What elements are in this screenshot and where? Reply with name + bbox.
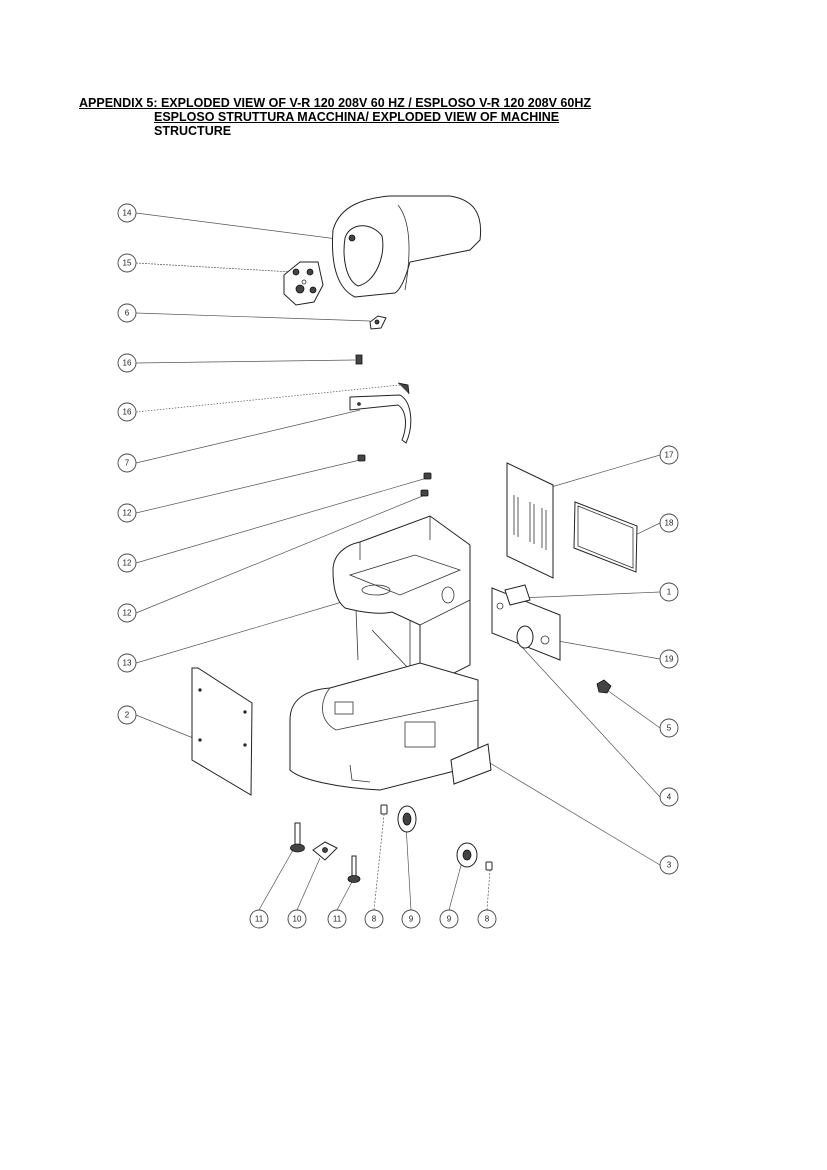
part-12-nuts [357, 454, 432, 497]
part-15-gear-plate [283, 261, 324, 306]
svg-text:12: 12 [123, 609, 132, 618]
svg-text:7: 7 [125, 459, 130, 468]
svg-text:1: 1 [667, 588, 672, 597]
title-line-2: ESPLOSO STRUTTURA MACCHINA/ EXPLODED VIE… [154, 110, 560, 124]
page-title: APPENDIX 5: EXPLODED VIEW OF V-R 120 208… [79, 96, 679, 138]
callout-12a: 12 [117, 503, 137, 523]
part-3-cover-plate [450, 743, 492, 785]
callout-16b: 16 [117, 402, 137, 422]
callout-2: 2 [117, 705, 137, 725]
callout-12c: 12 [117, 603, 137, 623]
title-line-1: APPENDIX 5: EXPLODED VIEW OF V-R 120 208… [79, 96, 591, 110]
callout-9a: 9 [401, 909, 421, 929]
part-8-bolt-right [485, 861, 493, 871]
callout-14: 14 [117, 203, 137, 223]
callout-11a: 11 [249, 909, 269, 929]
callout-11b: 11 [327, 909, 347, 929]
part-2-side-panel [191, 667, 253, 796]
svg-text:5: 5 [667, 724, 672, 733]
callout-17: 17 [659, 445, 679, 465]
callout-8b: 8 [477, 909, 497, 929]
callout-12b: 12 [117, 553, 137, 573]
callout-10: 10 [287, 909, 307, 929]
callout-1: 1 [659, 582, 679, 602]
callout-7: 7 [117, 453, 137, 473]
svg-text:2: 2 [125, 711, 130, 720]
part-16-clip [355, 354, 410, 395]
part-13-main-frame [332, 515, 471, 691]
part-5-connector [596, 679, 612, 694]
part-19-plate [491, 584, 561, 661]
part-7-curved-guard [349, 394, 412, 444]
svg-text:16: 16 [123, 359, 132, 368]
part-9-wheel-right [456, 842, 478, 868]
svg-text:11: 11 [255, 915, 264, 924]
svg-text:12: 12 [123, 509, 132, 518]
svg-text:10: 10 [293, 915, 302, 924]
callout-16a: 16 [117, 353, 137, 373]
base-body [289, 662, 479, 791]
callout-6: 6 [117, 303, 137, 323]
callout-15: 15 [117, 253, 137, 273]
callout-19: 19 [659, 649, 679, 669]
callout-8a: 8 [364, 909, 384, 929]
title-line-3: STRUCTURE [154, 124, 232, 138]
svg-text:15: 15 [123, 259, 132, 268]
part-11-foot-left [290, 822, 305, 853]
callout-3: 3 [659, 855, 679, 875]
svg-text:9: 9 [409, 915, 414, 924]
svg-text:3: 3 [667, 861, 672, 870]
part-8-bolt-left [380, 804, 388, 815]
part-18-gasket [573, 501, 638, 573]
callouts: 14 15 6 16 16 7 12 12 12 13 2 17 18 1 19… [117, 203, 679, 929]
svg-text:17: 17 [665, 451, 674, 460]
callout-13: 13 [117, 653, 137, 673]
svg-text:12: 12 [123, 559, 132, 568]
callout-4: 4 [659, 787, 679, 807]
part-10-mount [312, 841, 338, 861]
svg-text:4: 4 [667, 793, 672, 802]
svg-text:8: 8 [485, 915, 490, 924]
svg-text:8: 8 [372, 915, 377, 924]
svg-text:9: 9 [447, 915, 452, 924]
svg-text:14: 14 [123, 209, 132, 218]
callout-18: 18 [659, 513, 679, 533]
part-11-foot-right [347, 855, 361, 883]
callout-5: 5 [659, 718, 679, 738]
part-17-vented-panel [506, 462, 554, 579]
svg-text:19: 19 [665, 655, 674, 664]
part-9-wheel-left [397, 805, 417, 833]
part-6-bracket [369, 315, 387, 330]
svg-text:11: 11 [333, 915, 342, 924]
leader-lines [135, 212, 661, 911]
svg-text:16: 16 [123, 408, 132, 417]
part-14-top-cover [331, 195, 482, 298]
svg-text:18: 18 [665, 519, 674, 528]
svg-text:13: 13 [123, 659, 132, 668]
svg-text:6: 6 [125, 309, 130, 318]
part-4-disc [516, 625, 534, 649]
callout-9b: 9 [439, 909, 459, 929]
